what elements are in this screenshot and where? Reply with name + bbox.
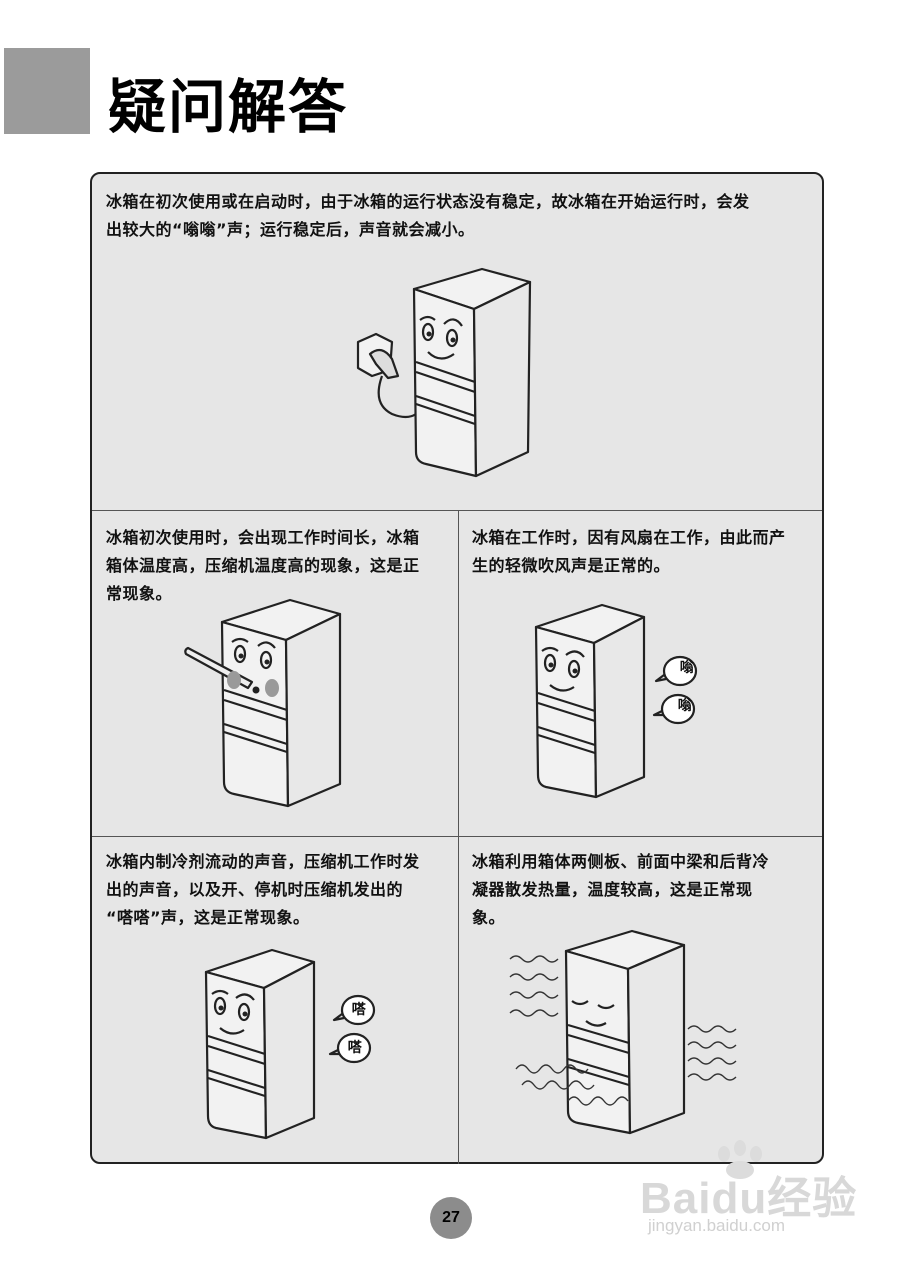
- section-tab-block: [4, 48, 90, 134]
- faq-panel: 冰箱在初次使用或在启动时，由于冰箱的运行状态没有稳定，故冰箱在开始运行时，会发 …: [90, 172, 824, 1164]
- text-line: 常现象。: [106, 584, 173, 603]
- section-1-text: 冰箱在初次使用或在启动时，由于冰箱的运行状态没有稳定，故冰箱在开始运行时，会发 …: [106, 188, 812, 244]
- section-5-text: 冰箱利用箱体两侧板、前面中梁和后背冷 凝器散发热量，温度较高，这是正常现 象。: [472, 848, 812, 932]
- fridge-compressor-noise-illustration: [204, 948, 376, 1140]
- text-line: 出的声音，以及开、停机时压缩机发出的: [106, 880, 404, 899]
- text-line: 冰箱在工作时，因有风扇在工作，由此而产: [472, 528, 786, 547]
- divider-horizontal: [92, 510, 822, 511]
- text-line: 冰箱内制冷剂流动的声音，压缩机工作时发: [106, 852, 420, 871]
- text-line: 冰箱利用箱体两侧板、前面中梁和后背冷: [472, 852, 770, 871]
- divider-horizontal: [92, 836, 822, 837]
- text-line: 冰箱在初次使用或在启动时，由于冰箱的运行状态没有稳定，故冰箱在开始运行时，会发: [106, 192, 750, 211]
- fridge-with-thermometer-illustration: [184, 598, 342, 808]
- text-line: 象。: [472, 908, 506, 927]
- text-line: 冰箱初次使用时，会出现工作时间长，冰箱: [106, 528, 420, 547]
- speech-bubble-da-1: 嗒: [351, 1002, 367, 1018]
- page-title: 疑问解答: [108, 73, 349, 141]
- speech-bubble-weng-2: 嗡: [677, 698, 693, 714]
- text-line: “嗒嗒”声，这是正常现象。: [106, 908, 310, 927]
- fridge-heat-dissipation-illustration: [509, 929, 737, 1135]
- fridge-fan-noise-illustration: [534, 603, 698, 799]
- text-line: 箱体温度高，压缩机温度高的现象，这是正: [106, 556, 420, 575]
- section-4-text: 冰箱内制冷剂流动的声音，压缩机工作时发 出的声音，以及开、停机时压缩机发出的 “…: [106, 848, 446, 932]
- speech-bubble-weng-1: 嗡: [679, 660, 695, 676]
- watermark-brand: Baidu经验: [640, 1174, 858, 1223]
- section-3-text: 冰箱在工作时，因有风扇在工作，由此而产 生的轻微吹风声是正常的。: [472, 524, 812, 580]
- watermark-url: jingyan.baidu.com: [648, 1216, 786, 1235]
- text-line: 生的轻微吹风声是正常的。: [472, 556, 671, 575]
- speech-bubble-da-2: 嗒: [347, 1040, 363, 1056]
- baidu-watermark: Baidu经验 jingyan.baidu.com: [640, 1140, 880, 1250]
- section-2-text: 冰箱初次使用时，会出现工作时间长，冰箱 箱体温度高，压缩机温度高的现象，这是正 …: [106, 524, 446, 608]
- page-number: 27: [430, 1197, 472, 1239]
- divider-vertical: [458, 510, 459, 1164]
- paw-icon: [718, 1140, 762, 1179]
- text-line: 凝器散发热量，温度较高，这是正常现: [472, 880, 753, 899]
- text-line: 出较大的“嗡嗡”声；运行稳定后，声音就会减小。: [106, 220, 475, 239]
- fridge-with-plug-illustration: [356, 267, 532, 478]
